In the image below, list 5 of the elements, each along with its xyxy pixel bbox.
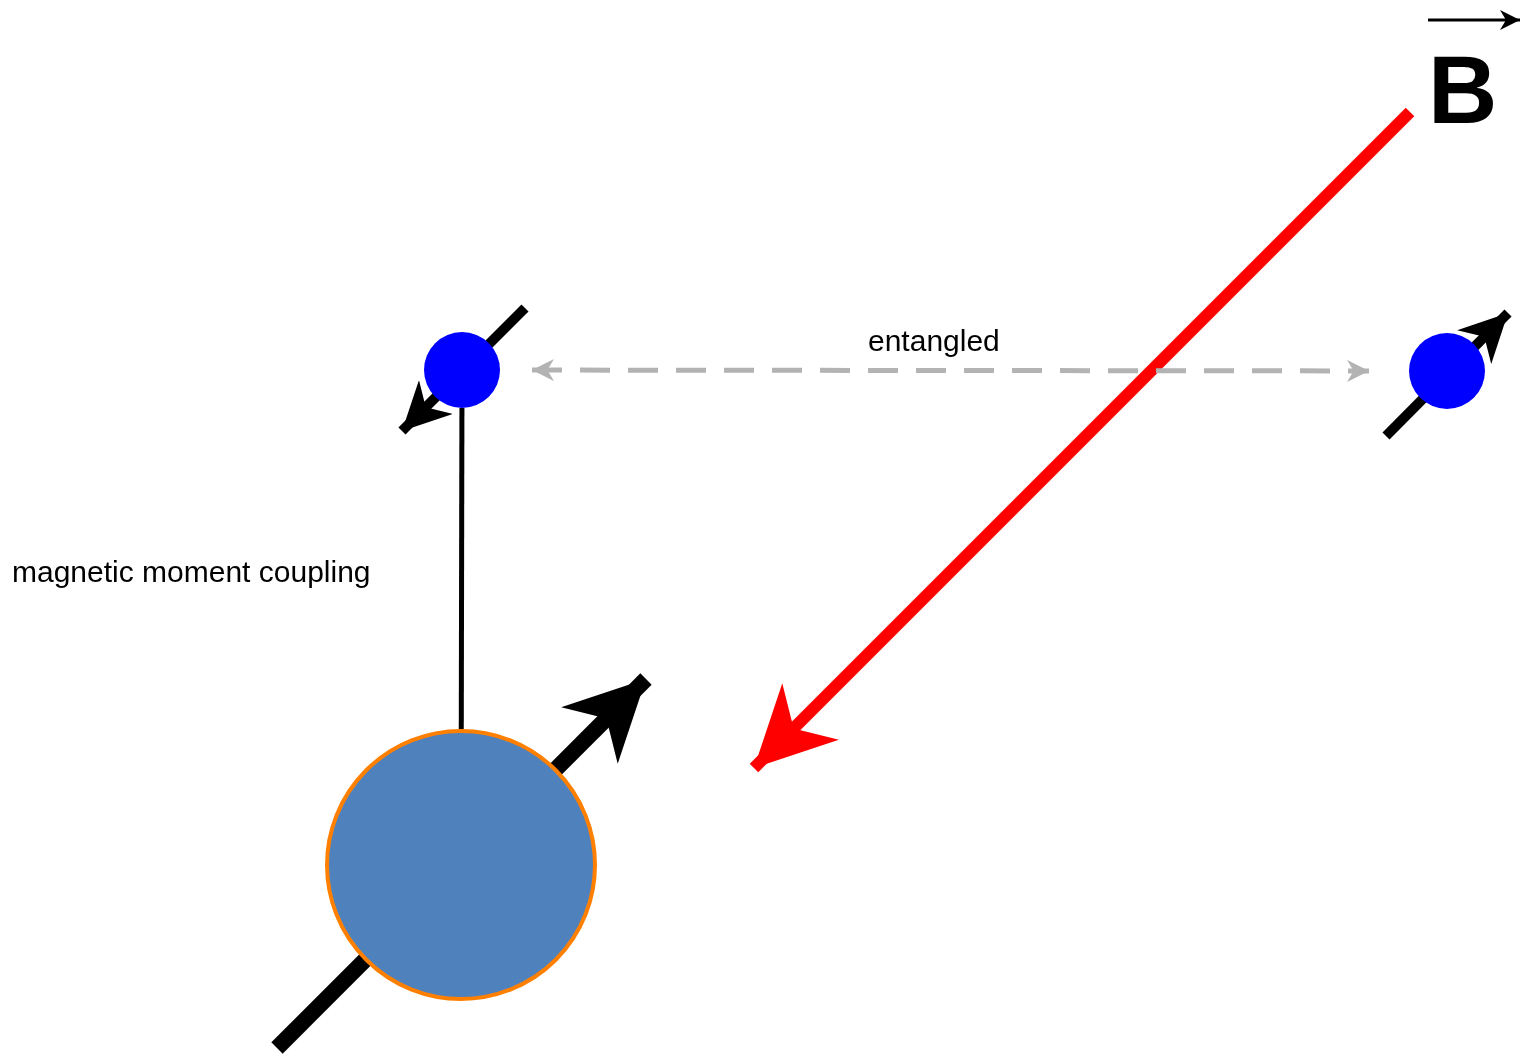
connector-line [458,408,465,729]
field-symbol: B [1428,42,1498,138]
electron-circle [424,332,500,408]
electron-circle [1409,333,1485,409]
double-arrow [532,359,1369,382]
